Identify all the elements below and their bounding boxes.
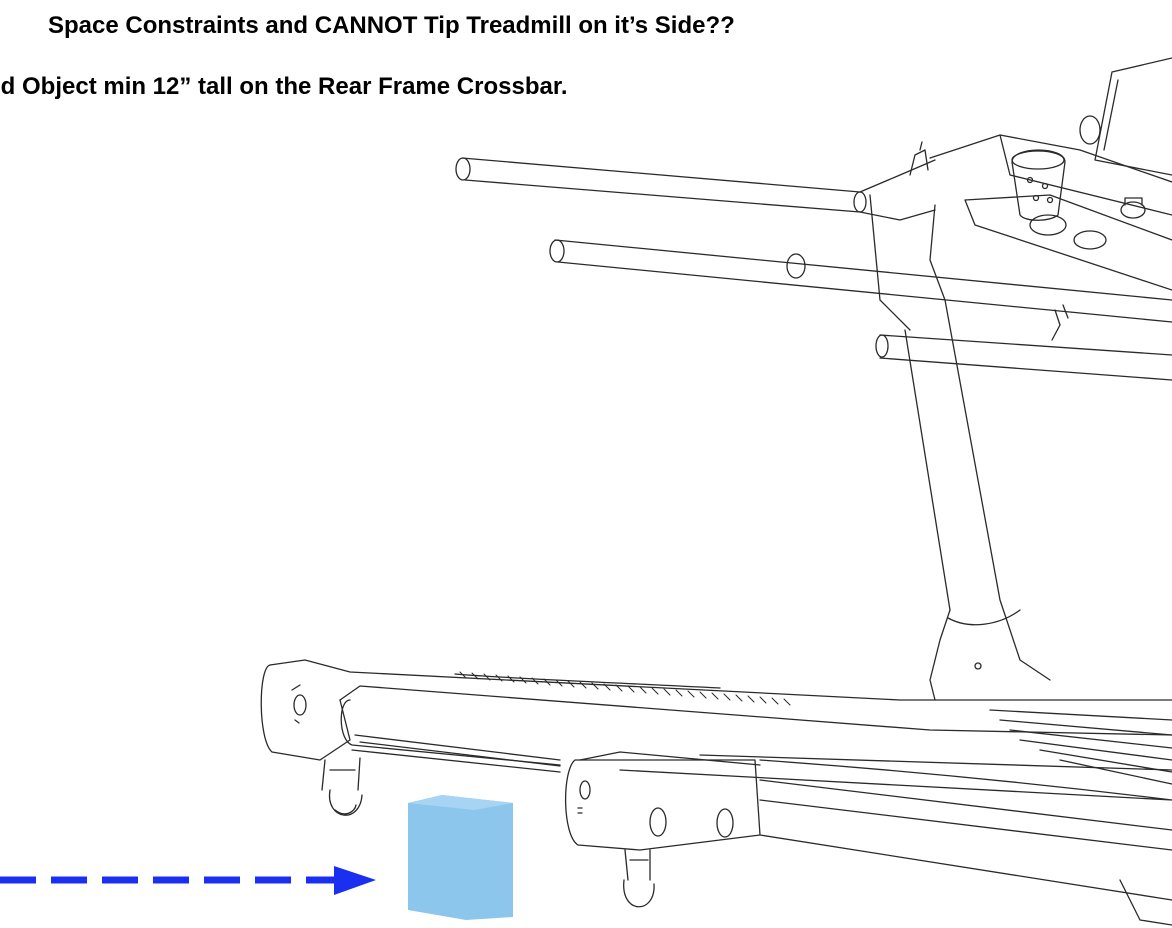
- slide-title: ▪Space Constraints and CANNOT Tip Treadm…: [0, 12, 735, 40]
- title-text: Space Constraints and CANNOT Tip Treadmi…: [48, 12, 735, 39]
- instruction-text: id Object min 12” tall on the Rear Frame…: [0, 73, 568, 100]
- treadmill-line-drawing-icon: [260, 57, 1172, 926]
- dashed-right-arrow-icon: [0, 866, 376, 895]
- bullet-icon: ▪: [0, 12, 48, 40]
- support-block-icon: [408, 795, 513, 920]
